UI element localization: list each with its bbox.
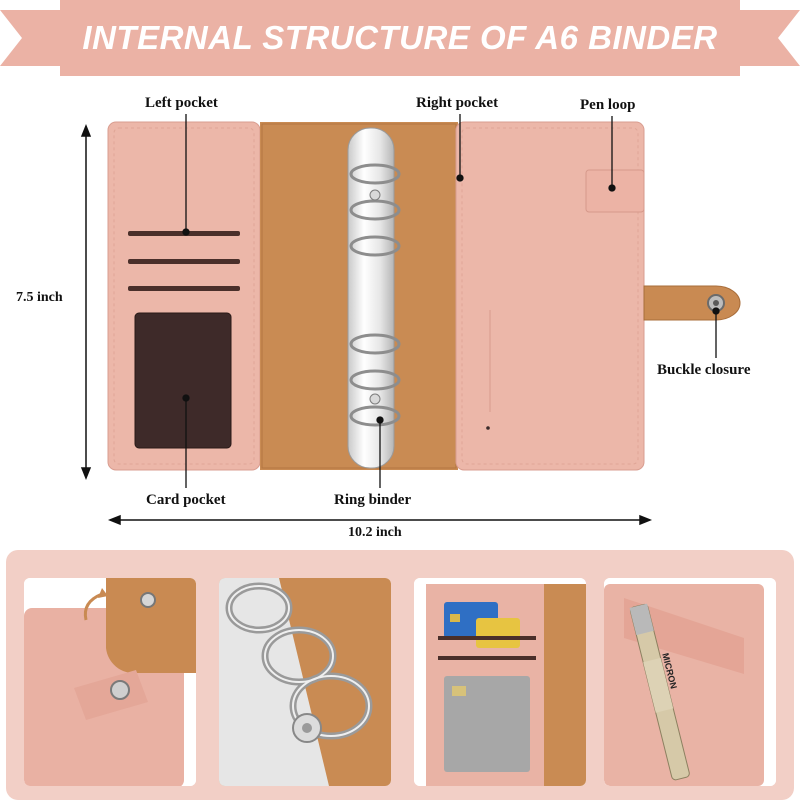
card-window-pocket — [134, 312, 232, 449]
buckle-strap — [643, 285, 741, 321]
binder-illustration — [80, 114, 741, 526]
label-card-pocket: Card pocket — [146, 492, 226, 508]
detail-image-buckle — [24, 578, 196, 786]
dimension-width: 10.2 inch — [348, 525, 402, 540]
height-dimension-arrow — [80, 123, 92, 481]
rings — [349, 163, 401, 427]
banner-right-tail — [740, 10, 800, 66]
label-pen-loop: Pen loop — [580, 97, 636, 113]
detail-image-pen-loop: MICRON — [604, 578, 776, 786]
label-buckle-closure: Buckle closure — [657, 362, 751, 378]
card-slot-2 — [128, 259, 240, 264]
dimension-height: 7.5 inch — [16, 290, 63, 305]
banner-left-tail — [0, 10, 60, 66]
detail-image-rings — [219, 578, 391, 786]
ring-spine — [347, 127, 395, 469]
label-right-pocket: Right pocket — [416, 95, 499, 111]
detail-image-card-slots — [414, 578, 586, 786]
width-dimension-arrow — [107, 514, 653, 526]
pen-loop — [585, 169, 645, 213]
label-ring-binder: Ring binder — [334, 492, 412, 508]
page-title: INTERNAL STRUCTURE OF A6 BINDER — [82, 19, 718, 56]
label-left-pocket: Left pocket — [145, 95, 218, 111]
title-banner — [60, 0, 740, 76]
card-slot-3 — [128, 286, 240, 291]
